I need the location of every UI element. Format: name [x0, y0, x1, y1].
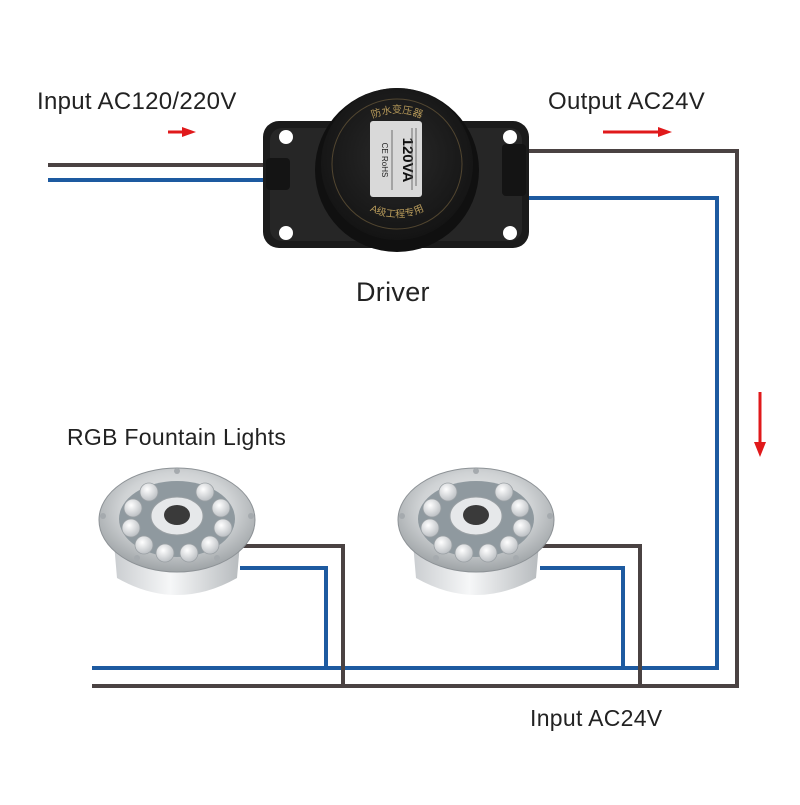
arrow-right-icon: [603, 127, 672, 137]
light-1-wire-blue: [240, 566, 328, 668]
light-2-wire-brown: [540, 544, 642, 686]
light-1-wire-brown: [240, 544, 345, 686]
driver-label: Driver: [356, 277, 430, 307]
output-wires: [92, 149, 739, 688]
input-24-label: Input AC24V: [530, 705, 663, 731]
fountain-light-1: [98, 467, 256, 595]
light-2-wires: [540, 544, 642, 686]
driver-bottom-text: A级工程专用: [368, 203, 425, 220]
fountain-light-2: [397, 467, 555, 595]
light-1-wires: [240, 544, 345, 686]
light-2-wire-blue: [540, 566, 625, 668]
lights-label: RGB Fountain Lights: [67, 424, 287, 450]
driver-certs: CE RoHS: [380, 143, 389, 178]
input-wires: [48, 163, 272, 182]
arrow-down-icon: [754, 392, 766, 457]
driver-unit: 防水变压器 A级工程专用 120VA CE RoHS: [263, 88, 529, 252]
output-label: Output AC24V: [548, 88, 706, 115]
driver-rating: 120VA: [399, 138, 416, 183]
driver-top-text: 防水变压器: [369, 103, 424, 121]
input-main-label: Input AC120/220V: [37, 88, 237, 115]
output-wire-brown: [92, 149, 739, 688]
output-wire-blue: [92, 196, 719, 670]
arrow-right-icon: [168, 127, 196, 137]
